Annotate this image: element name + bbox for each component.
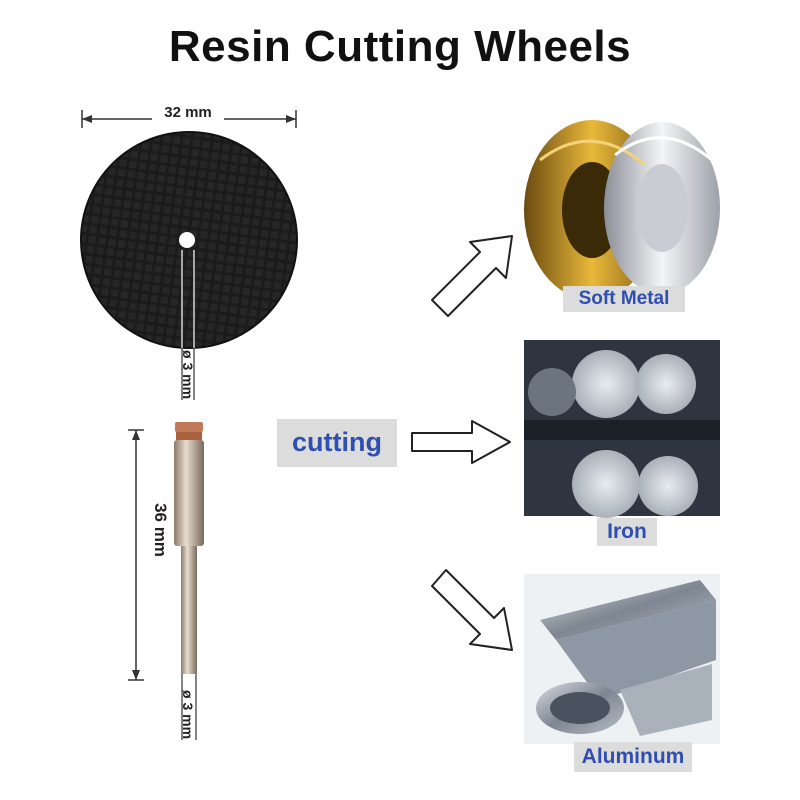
material-label-iron: Iron bbox=[597, 518, 657, 546]
arrow-up-right-icon bbox=[431, 235, 513, 317]
cutting-wheel-icon bbox=[80, 131, 298, 400]
wire-coil-icon bbox=[524, 120, 720, 300]
mandrel-length-dimension bbox=[128, 429, 144, 681]
mandrel-length-label: 36 mm bbox=[150, 490, 170, 570]
arrow-down-right-icon bbox=[431, 569, 513, 651]
mandrel-icon bbox=[174, 422, 204, 740]
aluminum-profile-icon bbox=[524, 574, 720, 744]
mandrel-shaft-label: ø 3 mm bbox=[180, 690, 196, 740]
page-title: Resin Cutting Wheels bbox=[168, 22, 632, 71]
material-label-aluminum: Aluminum bbox=[574, 742, 692, 772]
wheel-diameter-label: 32 mm bbox=[152, 104, 224, 121]
steel-rod-icon bbox=[524, 340, 720, 518]
wheel-hole-label: ø 3 mm bbox=[180, 350, 196, 400]
arrow-right-icon bbox=[411, 420, 511, 464]
material-label-soft-metal: Soft Metal bbox=[563, 286, 685, 312]
cutting-label: cutting bbox=[277, 419, 397, 467]
